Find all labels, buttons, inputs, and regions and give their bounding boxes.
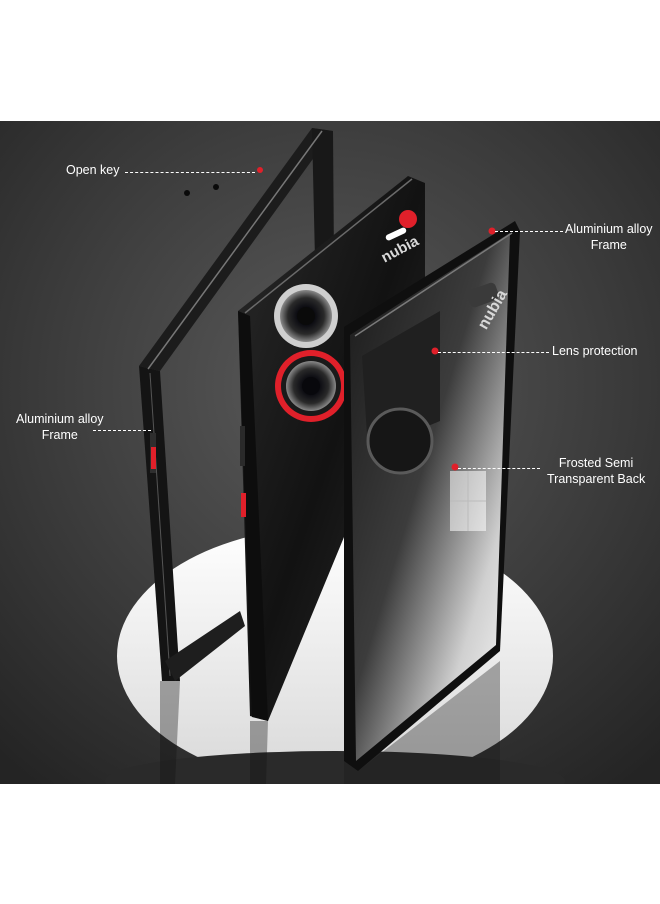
- label-aluminium-frame-left: Aluminium alloy Frame: [16, 411, 104, 443]
- leader-aluminium-frame-right: [495, 231, 563, 232]
- phone-red-button: [241, 493, 246, 517]
- label-open-key: Open key: [66, 163, 120, 177]
- label-frosted-back-line2: Transparent Back: [547, 472, 646, 486]
- label-aluminium-frame-right-line1: Aluminium alloy: [565, 222, 653, 236]
- open-key-point: [257, 167, 263, 173]
- reflection: [160, 661, 500, 784]
- label-aluminium-frame-left-line2: Frame: [41, 428, 78, 442]
- phone-red-badge: [399, 210, 417, 228]
- camera-cutout: [366, 407, 434, 475]
- leader-frosted-back: [458, 468, 540, 469]
- leader-lens-protection: [438, 352, 549, 353]
- label-frosted-back-line1: Frosted Semi: [558, 456, 634, 470]
- frame-red-button: [151, 447, 156, 469]
- label-aluminium-frame-right: Aluminium alloy Frame: [565, 221, 653, 253]
- phone-case: [344, 221, 520, 771]
- label-aluminium-frame-right-line2: Frame: [590, 238, 627, 252]
- product-scene: nubia nubia Open key Aluminium alloy Fra…: [0, 121, 660, 784]
- label-aluminium-frame-left-line1: Aluminium alloy: [16, 412, 104, 426]
- leader-aluminium-frame-left: [93, 430, 151, 431]
- label-lens-protection: Lens protection: [552, 344, 638, 358]
- leader-open-key: [125, 172, 255, 173]
- label-frosted-back: Frosted Semi Transparent Back: [547, 455, 645, 487]
- disc-shadow: [105, 751, 565, 784]
- product-illustration: [0, 121, 660, 784]
